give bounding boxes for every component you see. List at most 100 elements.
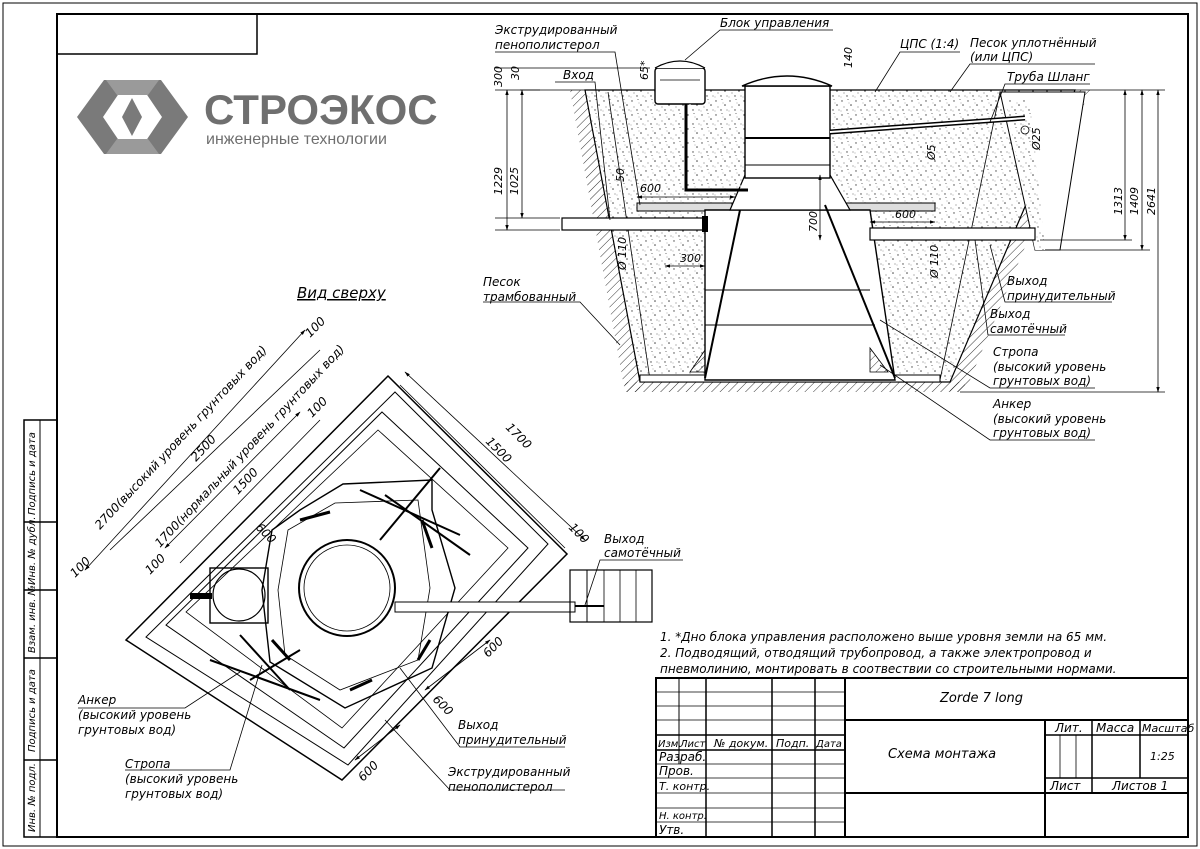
logo-mark-left (77, 80, 128, 154)
tv-label-outlet-gravity-2: самотёчный (604, 546, 681, 560)
tb-role-tech-control: Т. контр. (659, 780, 710, 793)
sec-label-sand-compact-2: (или ЦПС) (970, 50, 1033, 64)
tv-dim-600-d: 600 (253, 520, 279, 546)
tv-dim-100-d: 100 (304, 394, 330, 420)
sec-dim-65: 65* (638, 60, 651, 80)
tv-dim-1700-r: 1700 (503, 420, 535, 452)
sec-dim-600b: 600 (895, 208, 916, 221)
section-view: 300 30 65* 140 1229 1025 50 600 Ø 110 30… (483, 16, 1165, 441)
side-label-sign-date-2: Подпись и дата (27, 669, 38, 752)
sec-label-outlet-gravity-1: Выход (990, 307, 1030, 321)
tb-role-approved: Утв. (659, 823, 684, 837)
side-label-replace-inv: Взам. инв. № (27, 585, 38, 653)
tb-col-scale: Масштаб (1142, 722, 1194, 735)
tb-col-mass: Масса (1096, 721, 1134, 735)
sec-dim-50: 50 (614, 168, 627, 182)
sec-label-anchor-2: (высокий уровень (993, 412, 1106, 426)
tb-izm: Изм. (658, 739, 682, 750)
tv-label-sling-2: (высокий уровень (125, 772, 238, 786)
company-logo: СТРОЭКОС инженерные технологии (77, 80, 438, 154)
tv-dim-100-r: 100 (566, 520, 592, 546)
sec-dim-1229: 1229 (492, 167, 505, 195)
logo-name: СТРОЭКОС (204, 86, 438, 133)
tv-dim-100-c: 100 (302, 314, 328, 340)
tb-scale-value: 1:25 (1150, 750, 1175, 763)
sec-dim-600a: 600 (640, 182, 661, 195)
top-view: Вид сверху (67, 284, 683, 801)
sec-label-cps: ЦПС (1:4) (900, 37, 959, 51)
sec-label-outlet-forced-1: Выход (1007, 274, 1047, 288)
inlet-pipe (561, 217, 708, 231)
note-2b: пневмолинию, монтировать в соотвествии с… (660, 662, 1116, 676)
sec-label-sling-2: (высокий уровень (993, 360, 1106, 374)
sec-label-sand-tamped-1: Песок (483, 275, 521, 289)
control-block-section (654, 67, 706, 105)
sec-dim-1409: 1409 (1128, 187, 1141, 215)
sec-dim-300: 300 (492, 66, 505, 87)
tb-role-norm-control: Н. контр. (659, 811, 707, 822)
sec-dim-700: 700 (807, 211, 820, 232)
sec-dim-1025: 1025 (508, 167, 521, 195)
tv-label-anchor-1: Анкер (77, 693, 117, 707)
tv-label-sling-3: грунтовых вод) (125, 787, 223, 801)
tv-label-outlet-forced-2: принудительный (458, 733, 567, 747)
notes: 1. *Дно блока управления расположено выш… (660, 630, 1116, 676)
tank-outline (261, 479, 456, 709)
outlet-gravity-pipe (394, 601, 576, 613)
note-2a: 2. Подводящий, отводящий трубопровод, а … (660, 646, 1092, 660)
sec-label-anchor-3: грунтовых вод) (993, 426, 1091, 440)
sec-label-sand-tamped-2: трамбованный (483, 290, 576, 304)
sec-dim-300b: 300 (680, 252, 701, 265)
tb-doc-no: № докум. (713, 737, 768, 750)
sec-label-inlet: Вход (563, 68, 594, 82)
tb-date: Дата (815, 739, 842, 750)
sec-dim-1313: 1313 (1112, 187, 1125, 215)
sec-label-control-block: Блок управления (720, 16, 829, 30)
tv-label-anchor-2: (высокий уровень (78, 708, 191, 722)
sec-label-eps-1: Экструдированный (494, 23, 618, 37)
tb-sheets: Листов 1 (1111, 779, 1168, 793)
sec-dim-05: Ø5 (925, 144, 938, 161)
top-view-title: Вид сверху (297, 284, 387, 302)
tv-dim-1500-r: 1500 (483, 434, 515, 466)
tb-list: Лист (679, 739, 707, 750)
title-block: Изм. Лист № докум. Подп. Дата Разраб. Пр… (655, 677, 1194, 838)
tb-col-lit: Лит. (1054, 721, 1083, 735)
sec-label-eps-2: пенополистерол (495, 38, 600, 52)
tv-label-eps-2: пенополистерол (448, 780, 553, 794)
tb-sign: Подп. (776, 737, 809, 750)
side-label-sign-date-1: Подпись и дата (27, 432, 38, 515)
sec-dim-2641: 2641 (1145, 187, 1158, 215)
tv-dim-2500: 2500 (188, 432, 219, 464)
tv-label-outlet-gravity-1: Выход (604, 532, 644, 546)
logo-mark-center (122, 98, 142, 136)
sec-dim-140: 140 (842, 47, 855, 68)
logo-tagline: инженерные технологии (206, 131, 387, 148)
tv-dim-100-b: 100 (142, 551, 168, 577)
tank-body (704, 209, 896, 381)
tv-dim-100-a: 100 (67, 554, 93, 580)
side-label-dup-inv: Инв. № дубл. (26, 517, 38, 585)
tv-dim-2700: 2700(высокий уровень грунтовых вод) (92, 343, 270, 532)
tb-role-checked: Пров. (659, 764, 694, 778)
sec-label-outlet-gravity-2: самотёчный (990, 322, 1067, 336)
tv-label-sling-1: Стропа (125, 757, 171, 771)
corner-stamp-box (56, 13, 258, 55)
sec-dim-30: 30 (509, 66, 522, 80)
note-1: 1. *Дно блока управления расположено выш… (660, 630, 1107, 644)
tb-doc-title: Схема монтажа (888, 747, 996, 762)
tb-role-developer: Разраб. (659, 750, 706, 764)
tv-label-eps-1: Экструдированный (447, 765, 571, 779)
control-block-top (209, 567, 269, 624)
side-strip: Подпись и дата Инв. № дубл. Взам. инв. №… (23, 419, 58, 838)
sec-dim-25: Ø25 (1030, 127, 1043, 151)
tb-product: Zorde 7 long (939, 691, 1023, 706)
tv-label-outlet-forced-1: Выход (458, 718, 498, 732)
sec-label-outlet-forced-2: принудительный (1007, 289, 1116, 303)
sec-label-sling-3: грунтовых вод) (993, 374, 1091, 388)
side-label-orig-inv: Инв. № подл. (27, 763, 38, 832)
sec-label-pipe-hose: Труба Шланг (1007, 70, 1090, 84)
logo-mark-right (137, 80, 188, 154)
